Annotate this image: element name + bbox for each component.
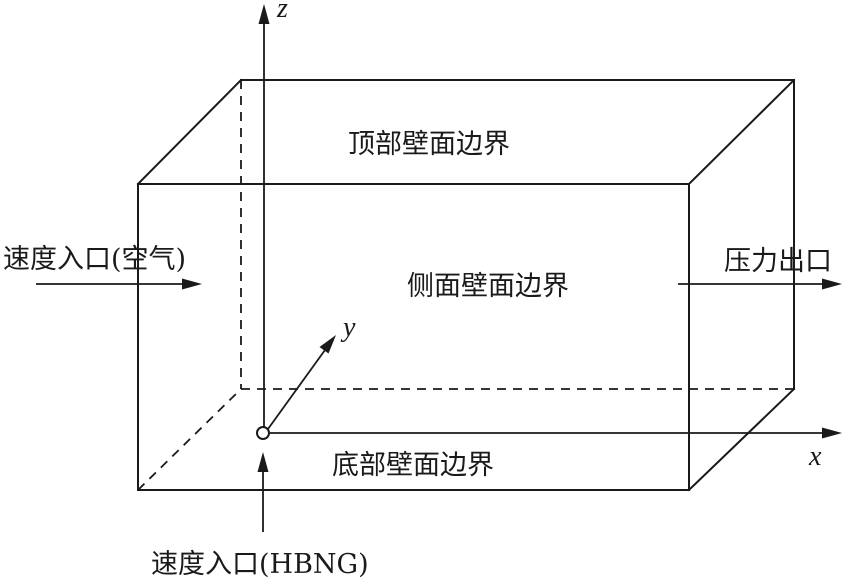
air-velocity-inlet-label: 速度入口(空气) (3, 244, 186, 275)
bottom-wall-label: 底部壁面边界 (332, 450, 494, 481)
air-inlet-arrowhead (182, 278, 202, 290)
hbng-inlet-arrowhead (257, 452, 269, 472)
box-bottom-right-depth-edge (687, 387, 796, 492)
pressure-outlet-label: 压力出口 (724, 246, 832, 277)
hbng-velocity-inlet-label: 速度入口(HBNG) (151, 549, 369, 580)
origin-marker (256, 426, 270, 440)
y-axis-arrowhead (319, 335, 336, 354)
box-top-right-depth-edge (687, 78, 796, 186)
top-wall-label: 顶部壁面边界 (348, 129, 510, 160)
box-top-left-depth-edge (136, 78, 243, 186)
x-axis-arrowhead (822, 427, 842, 439)
z-axis-arrowhead (258, 4, 270, 24)
box-hidden-bottom-left-depth-edge (137, 388, 242, 491)
side-wall-label: 侧面壁面边界 (407, 271, 569, 302)
y-axis-label: y (340, 312, 356, 343)
pressure-outlet-arrowhead (822, 278, 842, 290)
box-front-face (137, 183, 690, 491)
x-axis-label: x (808, 441, 822, 472)
z-axis-label: z (276, 0, 288, 24)
y-axis-line (267, 349, 326, 430)
